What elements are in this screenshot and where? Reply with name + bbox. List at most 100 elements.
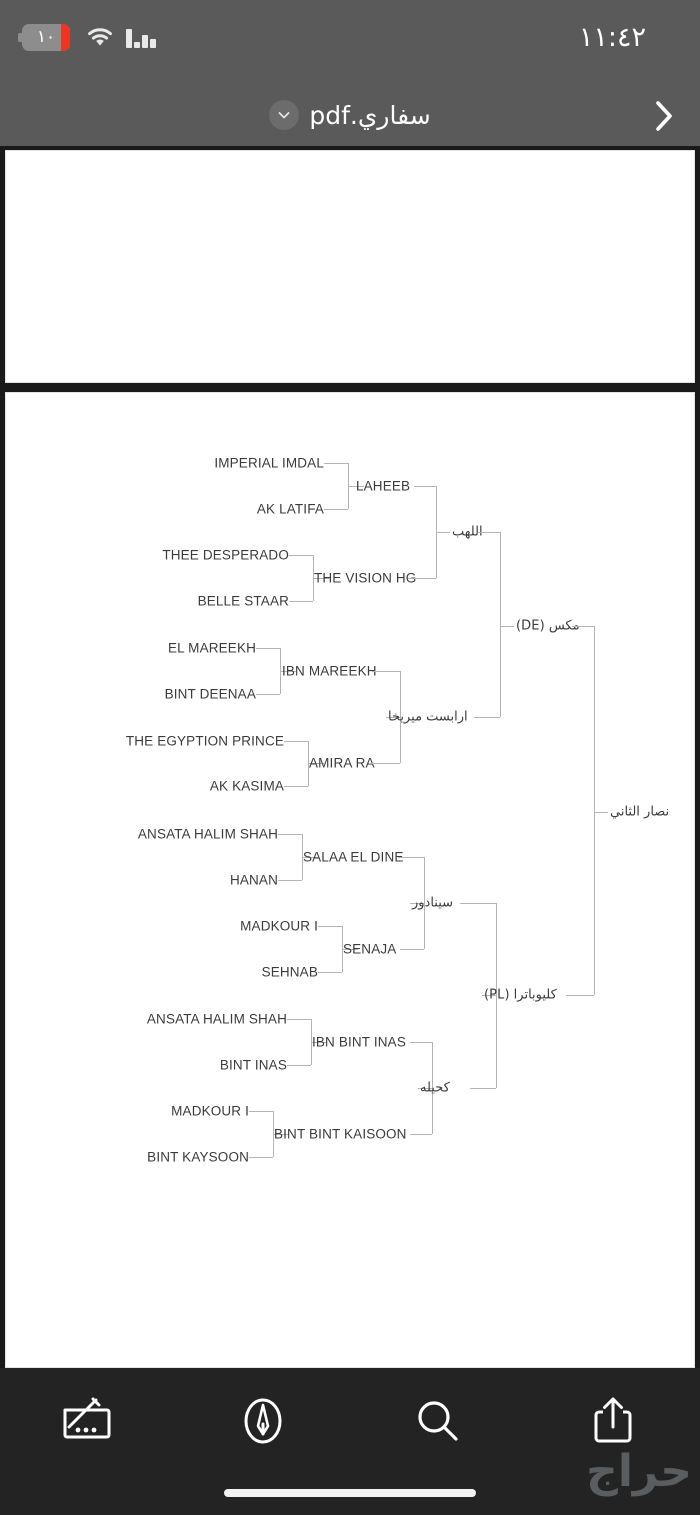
home-indicator[interactable] [224,1489,476,1497]
pedigree-node: IBN MAREEKH [282,663,377,679]
pedigree-node: SALAA EL DINE [303,849,404,865]
pedigree-node: كليوباترا (PL) [484,987,557,1003]
search-icon [415,1398,461,1449]
pedigree-link [313,578,329,579]
pedigree-node: سينادور [412,895,454,911]
pedigree-link [478,532,500,533]
pedigree-node: SENAJA [343,941,397,957]
pedigree-node: AK KASIMA [209,778,284,794]
battery-low-fill [61,24,70,51]
pedigree-node: مكس (DE) [516,618,580,634]
pedigree-link [318,972,342,973]
pedigree-link [400,949,424,950]
pedigree-link [414,486,436,487]
pedigree-chart: IMPERIAL IMDAL AK LATIFA THEE DESPERADO … [6,393,694,1367]
pedigree-link [470,1088,496,1089]
pedigree-link [594,812,608,813]
pedigree-link [410,1134,432,1135]
pedigree-link [284,741,308,742]
pedigree-link [289,555,313,556]
toolbar-buttons [0,1390,700,1456]
pedigree-node: SEHNAB [261,964,318,980]
pedigree-link [410,1042,432,1043]
chevron-right-icon[interactable] [644,96,684,136]
pedigree-link [432,1042,433,1134]
battery-body-icon: ١٠ [22,24,70,51]
pedigree-node: MADKOUR I [240,918,318,934]
pedigree-node: ارابست ميريخا [388,709,468,725]
pedigree-link [287,1019,311,1020]
document-title-group: سفاري.pdf [0,84,700,146]
pedigree-link [342,949,358,950]
pedigree-link [460,903,496,904]
pedigree-link [408,578,436,579]
pdf-page-2[interactable]: IMPERIAL IMDAL AK LATIFA THEE DESPERADO … [5,392,695,1368]
pedigree-node: AK LATIFA [256,501,324,517]
share-button[interactable] [525,1390,700,1456]
pedigree-link [410,903,424,904]
pedigree-link [418,1088,432,1089]
pedigree-link [308,763,324,764]
pedigree-link [280,671,296,672]
pedigree-link [496,903,497,1088]
pedigree-link [302,857,318,858]
pedigree-link [482,995,496,996]
pedigree-link [398,857,424,858]
pedigree-node: IMPERIAL IMDAL [214,455,324,471]
pedigree-link [273,1134,289,1135]
pedigree-link [348,486,364,487]
pedigree-node: BINT BINT KAISOON [274,1126,407,1142]
status-bar: ١٠ ١١:٤٢ [0,0,700,84]
pedigree-link [500,626,514,627]
page-title: سفاري.pdf [309,100,431,130]
battery-indicator: ١٠ [18,24,74,51]
pedigree-link [324,463,348,464]
pedigree-link [249,1157,273,1158]
status-bar-clock: ١١:٤٢ [578,22,646,53]
pedigree-link [436,532,450,533]
cellular-signal-icon [126,28,156,48]
pedigree-link [256,648,280,649]
pedigree-node: THE EGYPTION PRINCE [125,733,284,749]
pedigree-link [594,626,595,995]
pedigree-node: ANSATA HALIM SHAH [137,826,278,842]
pedigree-link [284,786,308,787]
pedigree-link [287,1065,311,1066]
pedigree-node: BINT DEENAA [164,686,256,702]
share-icon [592,1395,634,1452]
pedigree-link [500,532,501,717]
bottom-toolbar: حراج [0,1368,700,1515]
pedigree-node: LAHEEB [356,478,411,494]
pedigree-root-node: نصار الثاني [610,804,670,820]
pedigree-link [311,1042,327,1043]
pedigree-link [324,509,348,510]
pedigree-link [289,601,313,602]
search-button[interactable] [350,1390,525,1456]
markup-pen-icon [59,1397,117,1450]
battery-level-label: ١٠ [36,27,56,47]
pedigree-link [369,763,400,764]
wifi-icon [86,27,114,48]
pedigree-node: كحيله [420,1080,450,1096]
pedigree-link [400,671,401,763]
pedigree-link [424,857,425,949]
pedigree-node: AMIRA RA [309,755,375,771]
haraj-watermark: حراج [586,1446,693,1497]
pedigree-node: BELLE STAAR [197,593,289,609]
pedigree-node: اللهب [452,524,483,540]
chevron-down-icon[interactable] [269,100,300,130]
pdf-page-1[interactable] [5,150,695,383]
pedigree-link [318,926,342,927]
pedigree-node: IBN BINT INAS [312,1034,406,1050]
pedigree-link [566,995,594,996]
pen-nib-circle-icon [239,1396,287,1451]
annotate-button[interactable] [175,1390,350,1456]
pedigree-node: MADKOUR I [171,1103,249,1119]
battery-cap-icon [18,33,22,42]
pedigree-node: BINT INAS [219,1057,287,1073]
pedigree-node: HANAN [229,872,278,888]
pedigree-link [256,694,280,695]
markup-button[interactable] [0,1390,175,1456]
pedigree-node: BINT KAYSOON [147,1149,249,1165]
